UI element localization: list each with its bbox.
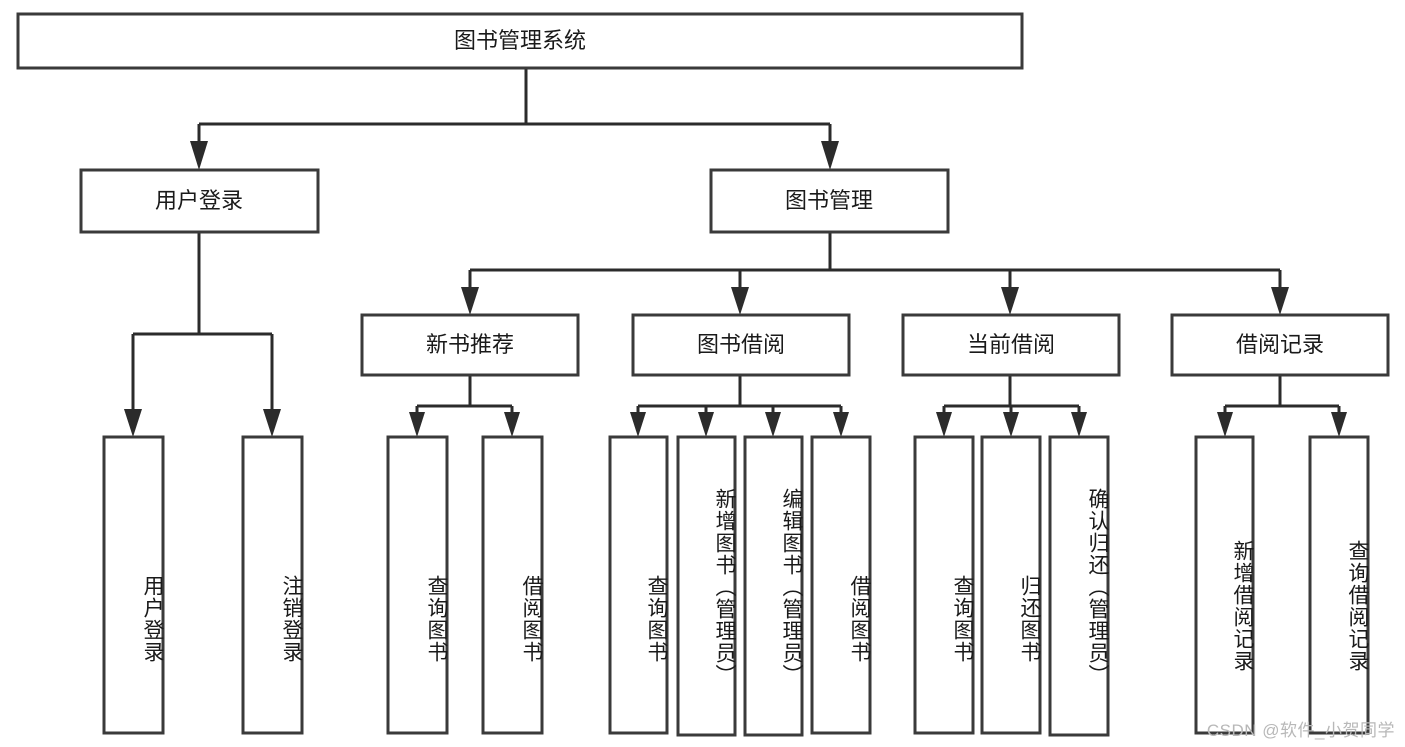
node-borrow-record-label: 借阅记录 <box>1236 332 1324 357</box>
arrow-head-icon <box>263 409 281 437</box>
node-new-book-recommend[interactable]: 新书推荐 <box>360 313 580 377</box>
arrow-head-icon <box>765 412 781 437</box>
node-user-login-label: 用户登录 <box>155 188 243 213</box>
node-leaf-box[interactable] <box>980 435 1042 735</box>
connector-group-borrow <box>630 375 849 437</box>
node-new-book-recommend-box[interactable] <box>360 313 580 377</box>
node-leaf-box[interactable] <box>608 435 669 735</box>
connector-group-book-mgmt <box>461 232 1289 315</box>
arrow-head-icon <box>409 412 425 437</box>
arrow-head-icon <box>936 412 952 437</box>
node-book-management-label: 图书管理 <box>785 188 873 213</box>
arrow-head-icon <box>1071 412 1087 437</box>
arrow-head-icon <box>833 412 849 437</box>
arrow-head-icon <box>1271 287 1289 315</box>
node-leaf-box[interactable] <box>810 435 872 735</box>
node-book-borrow-label: 图书借阅 <box>697 332 785 357</box>
node-current-borrow-box[interactable] <box>901 313 1121 377</box>
node-user-login-box[interactable] <box>79 168 320 234</box>
arrow-head-icon <box>630 412 646 437</box>
arrow-head-icon <box>698 412 714 437</box>
node-book-borrow-box[interactable] <box>631 313 851 377</box>
connector-group-root <box>190 68 839 170</box>
arrow-head-icon <box>504 412 520 437</box>
node-leaf-box[interactable] <box>1048 435 1110 737</box>
arrow-head-icon <box>731 287 749 315</box>
node-leaf-box[interactable] <box>241 435 304 735</box>
node-leaf-box[interactable] <box>743 435 804 737</box>
arrow-head-icon <box>190 141 208 170</box>
arrow-head-icon <box>124 409 142 437</box>
node-book-borrow[interactable]: 图书借阅 <box>631 313 851 377</box>
arrow-head-icon <box>1003 412 1019 437</box>
connector-group-current-borrow <box>936 375 1087 437</box>
node-leaf-box[interactable] <box>676 435 737 737</box>
node-leaf-box[interactable] <box>386 435 449 735</box>
node-leaf-box[interactable] <box>481 435 544 735</box>
node-root-label: 图书管理系统 <box>454 28 586 53</box>
connector-group-new-book <box>409 375 520 437</box>
node-new-book-recommend-label: 新书推荐 <box>426 332 514 357</box>
node-borrow-record-box[interactable] <box>1170 313 1390 377</box>
node-root[interactable]: 图书管理系统 <box>16 12 1024 70</box>
arrow-head-icon <box>1001 287 1019 315</box>
node-leaf-box[interactable] <box>913 435 975 735</box>
node-book-management-box[interactable] <box>709 168 950 234</box>
node-user-login[interactable]: 用户登录 <box>79 168 320 234</box>
node-leaf-box[interactable] <box>1308 435 1370 735</box>
node-borrow-record[interactable]: 借阅记录 <box>1170 313 1390 377</box>
node-root-box[interactable] <box>16 12 1024 70</box>
arrow-head-icon <box>1331 412 1347 437</box>
node-leaf-box[interactable] <box>1194 435 1255 735</box>
node-book-management[interactable]: 图书管理 <box>709 168 950 234</box>
watermark-text: CSDN @软件_小贺同学 <box>1206 721 1395 740</box>
arrow-head-icon <box>461 287 479 315</box>
arrow-head-icon <box>1217 412 1233 437</box>
node-current-borrow[interactable]: 当前借阅 <box>901 313 1121 377</box>
node-current-borrow-label: 当前借阅 <box>967 332 1055 357</box>
arrow-head-icon <box>821 141 839 170</box>
connector-group-user-login <box>124 232 281 437</box>
node-leaf-box[interactable] <box>102 435 165 735</box>
connector-group-borrow-record <box>1217 375 1347 437</box>
